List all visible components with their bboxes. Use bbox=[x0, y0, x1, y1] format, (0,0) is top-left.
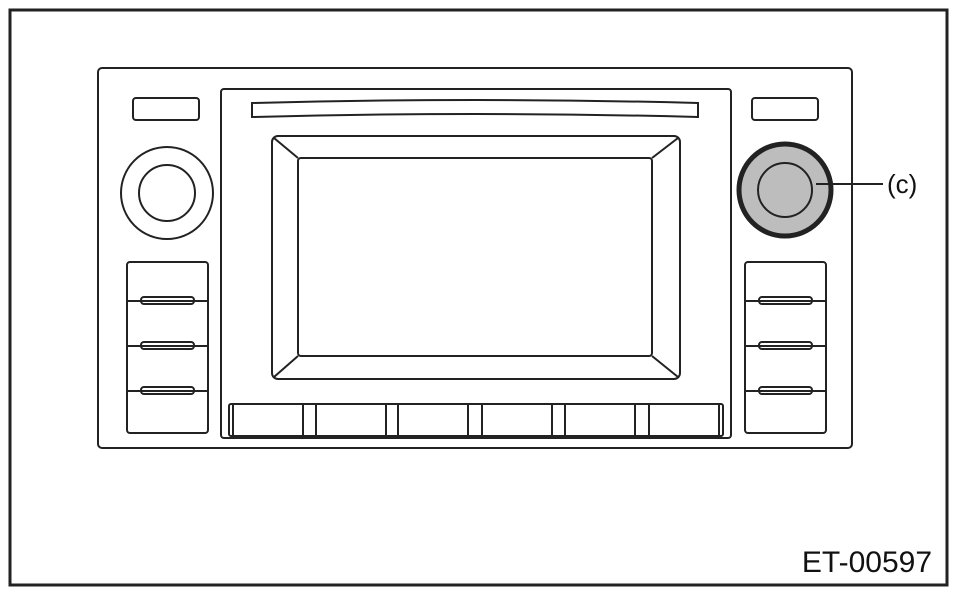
bottom-button bbox=[232, 403, 304, 437]
faceplate bbox=[97, 67, 853, 449]
right-top-slot bbox=[751, 97, 819, 121]
bottom-button bbox=[564, 403, 636, 437]
bezel-corner bbox=[651, 355, 679, 378]
left-knob-outer bbox=[120, 146, 214, 240]
left-button-ridge bbox=[140, 386, 195, 395]
bottom-button bbox=[397, 403, 469, 437]
right-button-ridge bbox=[758, 386, 813, 395]
figure-id-label: ET-00597 bbox=[802, 546, 932, 579]
cd-slot bbox=[251, 99, 699, 119]
left-button-column bbox=[126, 261, 209, 434]
display-bezel bbox=[271, 135, 681, 380]
bottom-button bbox=[481, 403, 553, 437]
bezel-corner bbox=[651, 137, 679, 159]
callout-label: (c) bbox=[887, 169, 917, 199]
left-top-slot bbox=[132, 97, 200, 121]
bottom-button bbox=[648, 403, 720, 437]
right-button-column bbox=[744, 261, 827, 434]
right-knob-inner bbox=[757, 162, 813, 218]
bezel-corner bbox=[273, 355, 299, 378]
right-button-ridge bbox=[758, 341, 813, 350]
bottom-button-row bbox=[228, 403, 724, 437]
right-button-ridge bbox=[758, 296, 813, 305]
center-panel bbox=[220, 88, 732, 439]
display-screen bbox=[297, 157, 653, 357]
left-button-ridge bbox=[140, 296, 195, 305]
bottom-button bbox=[315, 403, 387, 437]
left-button-ridge bbox=[140, 341, 195, 350]
figure-frame bbox=[8, 8, 949, 587]
bezel-corner bbox=[273, 137, 299, 159]
radio-unit bbox=[97, 67, 853, 449]
left-knob-inner bbox=[138, 164, 196, 222]
